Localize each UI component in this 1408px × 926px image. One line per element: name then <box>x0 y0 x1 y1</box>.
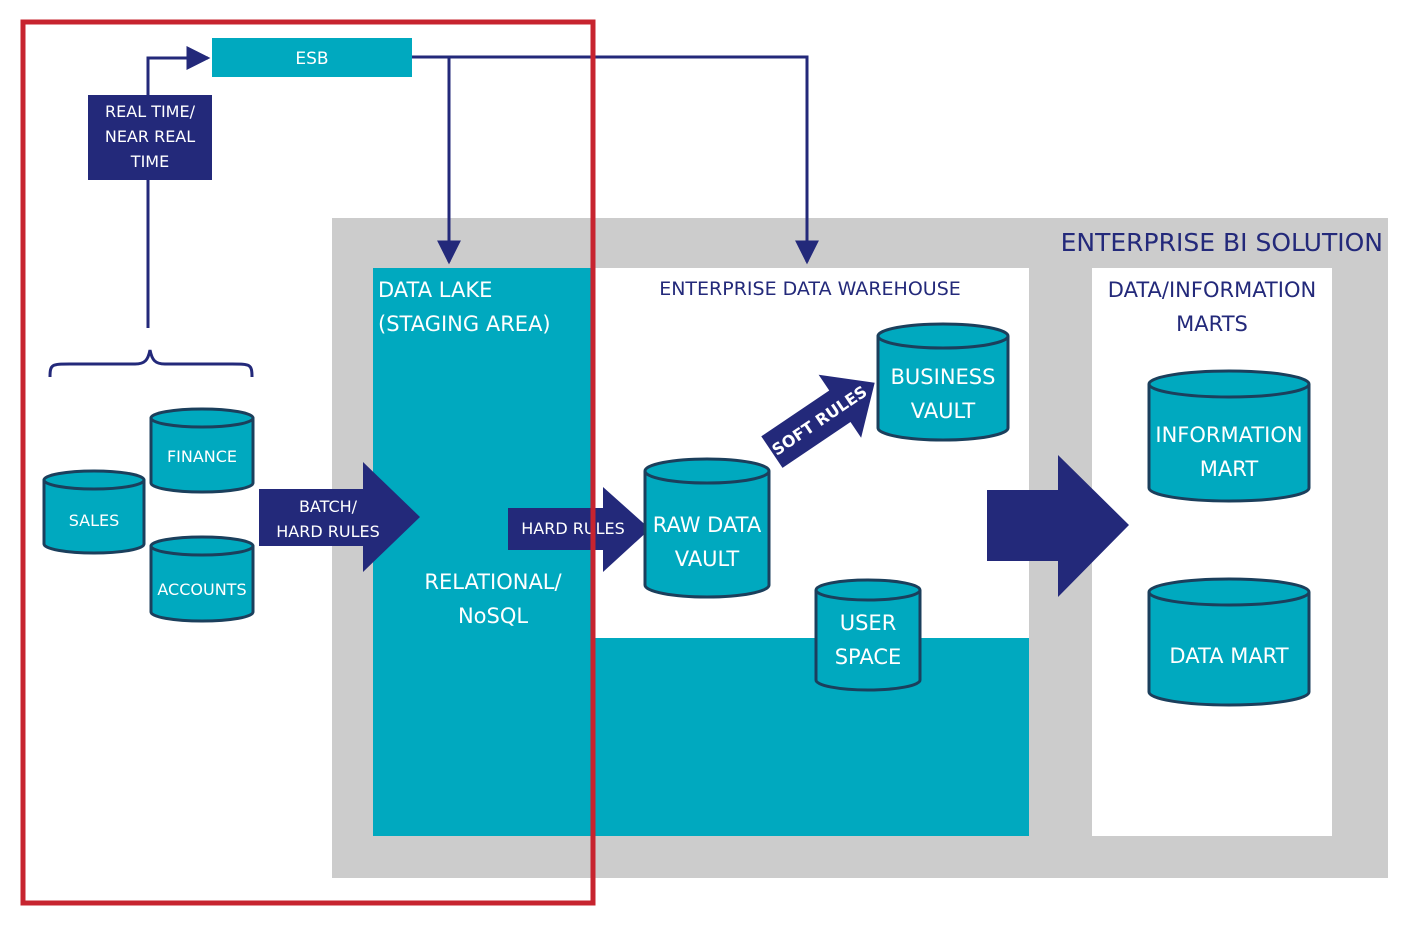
data-lake-area <box>373 268 592 836</box>
raw-data-vault-label-line2: VAULT <box>675 547 740 571</box>
business-vault-cylinder: BUSINESS VAULT <box>876 322 1010 442</box>
highlight-frame <box>20 19 596 906</box>
connector-esb-to-edw <box>449 55 819 265</box>
edw-to-marts-arrow <box>987 455 1129 597</box>
sources-brace <box>48 349 254 378</box>
finance-label: FINANCE <box>167 447 237 466</box>
finance-cylinder: FINANCE <box>149 407 255 494</box>
realtime-label-line1: REAL TIME/ <box>105 102 196 121</box>
user-space-label-line2: SPACE <box>835 645 902 669</box>
batch-arrow <box>259 462 420 572</box>
user-space-cylinder: USER SPACE <box>814 578 922 692</box>
marts-title-line1: DATA/INFORMATION <box>1108 278 1316 302</box>
realtime-label-line2: NEAR REAL <box>105 127 195 146</box>
edw-lower-band <box>592 638 1029 836</box>
information-mart-label-line1: INFORMATION <box>1155 423 1302 447</box>
data-lake-subtitle: (STAGING AREA) <box>378 312 551 336</box>
edw-title: ENTERPRISE DATA WAREHOUSE <box>659 278 961 300</box>
data-mart-cylinder: DATA MART <box>1147 577 1311 707</box>
sales-label: SALES <box>69 511 120 530</box>
raw-data-vault-label-line1: RAW DATA <box>653 513 762 537</box>
esb-box <box>212 38 412 77</box>
realtime-label-line3: TIME <box>130 152 169 171</box>
data-lake-type-line1: RELATIONAL/ <box>424 570 562 594</box>
data-lake-title: DATA LAKE <box>378 278 492 302</box>
accounts-label: ACCOUNTS <box>157 580 246 599</box>
user-space-label-line1: USER <box>840 611 897 635</box>
sales-cylinder: SALES <box>42 469 146 555</box>
business-vault-label-line1: BUSINESS <box>891 365 996 389</box>
hard-rules-arrow <box>508 487 650 572</box>
information-mart-label-line2: MART <box>1200 457 1259 481</box>
esb-label: ESB <box>295 49 328 69</box>
information-mart-cylinder: INFORMATION MART <box>1147 369 1311 503</box>
business-vault-label-line2: VAULT <box>911 399 976 423</box>
marts-area <box>1092 268 1332 836</box>
realtime-box <box>88 95 212 180</box>
raw-data-vault-cylinder: RAW DATA VAULT <box>643 457 771 599</box>
connector-sources-to-esb <box>146 46 211 328</box>
data-lake-type-line2: NoSQL <box>458 604 528 628</box>
marts-title-line2: MARTS <box>1176 312 1248 336</box>
data-mart-label: DATA MART <box>1169 644 1288 668</box>
enterprise-bi-title: ENTERPRISE BI SOLUTION <box>1061 228 1383 257</box>
accounts-cylinder: ACCOUNTS <box>149 535 255 623</box>
hard-rules-label: HARD RULES <box>521 519 625 538</box>
batch-arrow-label-line1: BATCH/ <box>299 497 358 516</box>
batch-arrow-label-line2: HARD RULES <box>276 522 380 541</box>
